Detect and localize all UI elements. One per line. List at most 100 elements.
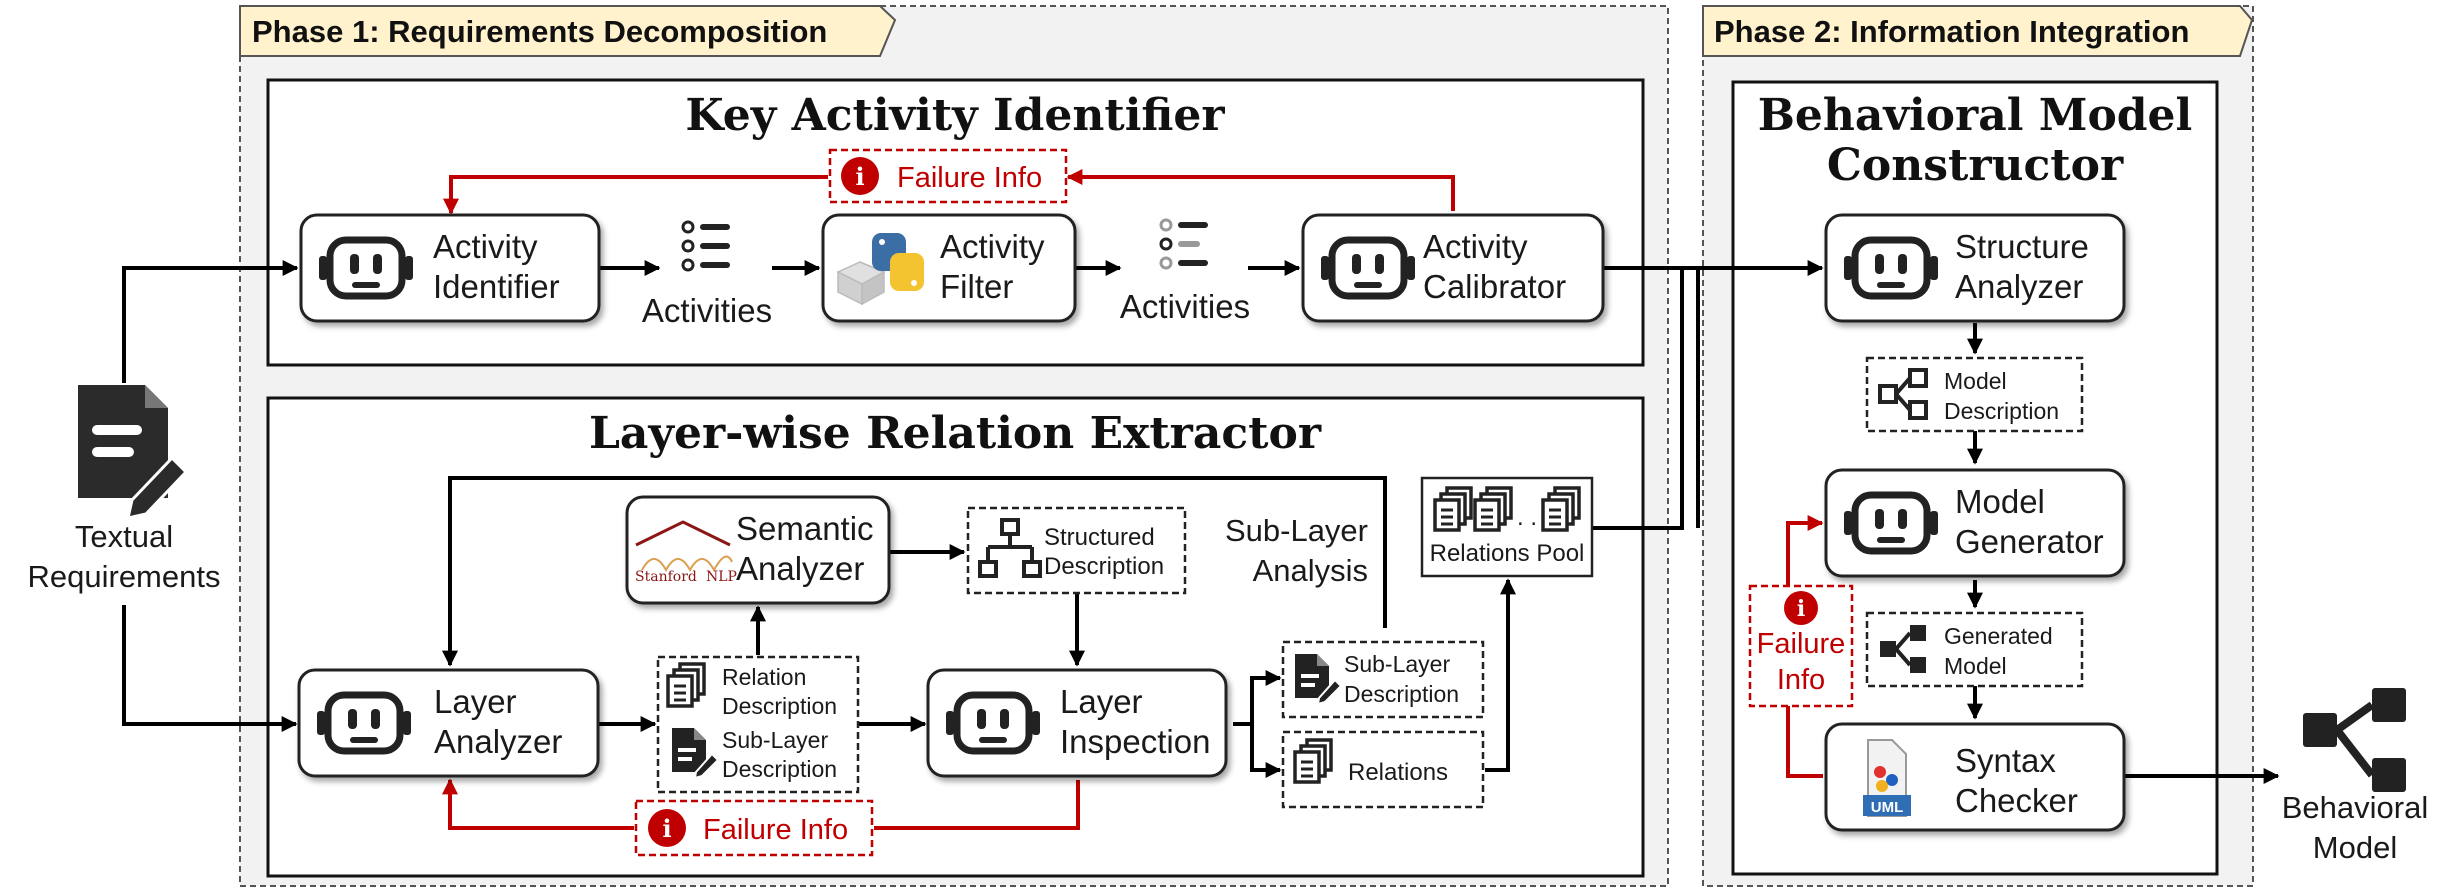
svg-text:i: i xyxy=(662,814,671,843)
structure-analyzer-node: Structure Analyzer xyxy=(1824,213,2126,323)
relations-pool-node: . . Relations Pool xyxy=(1420,476,1594,578)
svg-text:. .: . . xyxy=(1517,504,1537,531)
layer-analyzer-label-2: Analyzer xyxy=(434,723,562,760)
structured-description-label-2: Description xyxy=(1044,553,1164,580)
failure-info-bmc: i Failure Info xyxy=(1748,584,1854,708)
generated-model-label-1: Generated xyxy=(1944,623,2053,649)
model-generator-label-1: Model xyxy=(1955,483,2045,520)
layer-inspection-label-1: Layer xyxy=(1060,683,1143,720)
relations-pool-label: Relations Pool xyxy=(1430,540,1585,567)
robot-icon xyxy=(319,240,413,296)
info-icon xyxy=(841,157,879,195)
lre-title: Layer-wise Relation Extractor xyxy=(589,408,1322,459)
activities-list-b: Activities xyxy=(1120,218,1250,325)
structure-analyzer-label-2: Analyzer xyxy=(1955,268,2083,305)
behavioral-model-icon xyxy=(2303,688,2406,792)
info-icon xyxy=(1784,591,1818,625)
sublayer-description-b-label-1: Sub-Layer xyxy=(1344,651,1450,677)
kai-title: Key Activity Identifier xyxy=(685,90,1225,141)
feedback-arrows xyxy=(442,169,1824,830)
activity-identifier-label-1: Activity xyxy=(433,228,538,265)
generated-model-node: Generated Model xyxy=(1865,611,2084,688)
documents-icon xyxy=(1473,486,1513,532)
input-label-line2: Requirements xyxy=(28,559,221,594)
activity-filter-label-1: Activity xyxy=(940,228,1045,265)
info-icon xyxy=(648,809,686,847)
activity-calibrator-label-1: Activity xyxy=(1423,228,1528,265)
robot-icon xyxy=(946,695,1040,751)
activities-list-a: Activities xyxy=(642,220,772,329)
uml-file-icon: UML xyxy=(1863,739,1911,817)
relation-description-label-2: Description xyxy=(722,693,837,719)
activities-label-a: Activities xyxy=(642,292,772,329)
syntax-checker-node: UML Syntax Checker xyxy=(1824,722,2126,832)
hierarchy-icon xyxy=(978,518,1042,578)
bmc-title-line1: Behavioral Model xyxy=(1758,90,2193,141)
model-tree-icon xyxy=(1880,625,1926,673)
sublayer-description-a-label-2: Description xyxy=(722,756,837,782)
phase1-title: Phase 1: Requirements Decomposition xyxy=(252,14,827,49)
layer-inspection-label-2: Inspection xyxy=(1060,723,1210,760)
sublayer-description-a-label-1: Sub-Layer xyxy=(722,727,828,753)
documents-icon xyxy=(1433,486,1473,532)
robot-icon xyxy=(1844,240,1938,296)
documents-icon xyxy=(666,662,706,708)
documents-icon xyxy=(1541,486,1581,532)
failure-info-bmc-label-1: Failure xyxy=(1757,628,1846,660)
python-logo-icon xyxy=(836,233,924,306)
activity-filter-label-2: Filter xyxy=(940,268,1013,305)
syntax-checker-label-2: Checker xyxy=(1955,782,2078,819)
output-label-line2: Model xyxy=(2313,830,2397,865)
robot-icon xyxy=(317,695,411,751)
semantic-analyzer-label-1: Semantic xyxy=(736,510,874,547)
model-description-label-1: Model xyxy=(1944,368,2007,394)
sublayer-analysis-label-2: Analysis xyxy=(1253,553,1368,588)
activity-identifier-node: Activity Identifier xyxy=(299,213,601,323)
failure-info-kai-label: Failure Info xyxy=(897,162,1042,194)
model-generator-node: Model Generator xyxy=(1824,468,2126,578)
failure-info-bmc-label-2: Info xyxy=(1777,664,1825,696)
textual-requirements-icon xyxy=(78,385,189,520)
relations-label: Relations xyxy=(1348,759,1448,786)
structure-analyzer-label-1: Structure xyxy=(1955,228,2089,265)
robot-icon xyxy=(1844,495,1938,551)
model-generator-label-2: Generator xyxy=(1955,523,2104,560)
syntax-checker-label-1: Syntax xyxy=(1955,742,2056,779)
failure-info-lre: i Failure Info xyxy=(634,799,874,857)
svg-text:i: i xyxy=(1797,596,1805,622)
activity-identifier-label-2: Identifier xyxy=(433,268,560,305)
stanford-nlp-logo: Stanford NLP xyxy=(635,520,737,585)
stanford-logo-text: Stanford xyxy=(635,569,697,585)
semantic-analyzer-node: Stanford NLP Semantic Analyzer xyxy=(625,495,891,605)
sublayer-description-b-label-2: Description xyxy=(1344,681,1459,707)
flow-arrows xyxy=(122,260,2280,784)
structured-description-label-1: Structured xyxy=(1044,524,1155,551)
svg-text:i: i xyxy=(855,162,864,191)
bmc-title-line2: Constructor xyxy=(1827,140,2124,191)
sublayer-description-b-node: Sub-Layer Description xyxy=(1281,640,1485,719)
sublayer-analysis-label-1: Sub-Layer xyxy=(1225,513,1368,548)
layer-inspection-node: Layer Inspection xyxy=(926,668,1228,778)
documents-icon xyxy=(1293,738,1333,784)
model-description-node: Model Description xyxy=(1865,356,2084,433)
nlp-logo-text: NLP xyxy=(706,569,737,585)
list-icon xyxy=(1159,218,1208,270)
output-label-line1: Behavioral xyxy=(2282,790,2428,825)
activity-calibrator-label-2: Calibrator xyxy=(1423,268,1566,305)
layer-analyzer-label-1: Layer xyxy=(434,683,517,720)
layer-analyzer-node: Layer Analyzer xyxy=(297,668,600,778)
structured-description-node: Structured Description xyxy=(966,506,1187,595)
uml-icon-text: UML xyxy=(1871,799,1904,816)
relation-sublayer-description-node: Relation Description Sub-Layer Descripti… xyxy=(656,655,860,794)
failure-info-kai: i Failure Info xyxy=(828,148,1068,204)
relations-node: Relations xyxy=(1281,730,1485,809)
generated-model-label-2: Model xyxy=(1944,653,2007,679)
activities-label-b: Activities xyxy=(1120,288,1250,325)
model-description-label-2: Description xyxy=(1944,398,2059,424)
robot-icon xyxy=(1321,240,1415,296)
activity-calibrator-node: Activity Calibrator xyxy=(1301,213,1605,323)
failure-info-lre-label: Failure Info xyxy=(703,814,848,846)
activity-filter-node: Activity Filter xyxy=(821,213,1077,323)
phase2-title: Phase 2: Information Integration xyxy=(1714,14,2189,49)
